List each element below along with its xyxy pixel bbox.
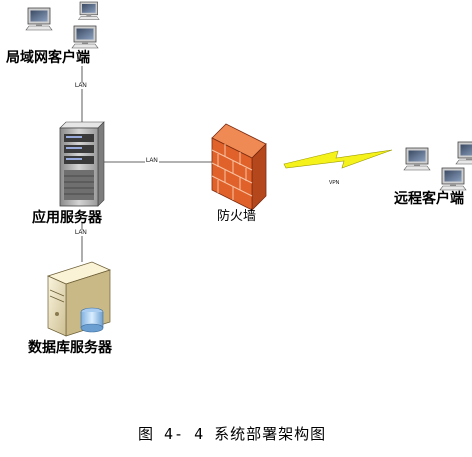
firewall-label: 防火墙	[217, 209, 257, 224]
firewall-icon	[211, 123, 267, 211]
remote-clients-icon	[403, 141, 472, 191]
remote-clients-label: 远程客户端	[394, 191, 464, 207]
db-server-icon	[47, 261, 111, 337]
app-server-label: 应用服务器	[32, 210, 102, 226]
lan-mid-label: LAN	[145, 158, 159, 164]
lan-clients-icon	[25, 1, 100, 49]
vpn-bolt-icon	[283, 149, 393, 169]
db-server-label: 数据库服务器	[28, 340, 112, 356]
figure-caption: 图 4- 4 系统部署架构图	[138, 425, 327, 443]
vpn-label: VPN	[329, 180, 340, 186]
lan-top-label: LAN	[74, 83, 88, 89]
lan-bottom-label: LAN	[74, 230, 88, 236]
app-server-icon	[59, 121, 105, 207]
lan-clients-label: 局域网客户端	[6, 50, 90, 66]
